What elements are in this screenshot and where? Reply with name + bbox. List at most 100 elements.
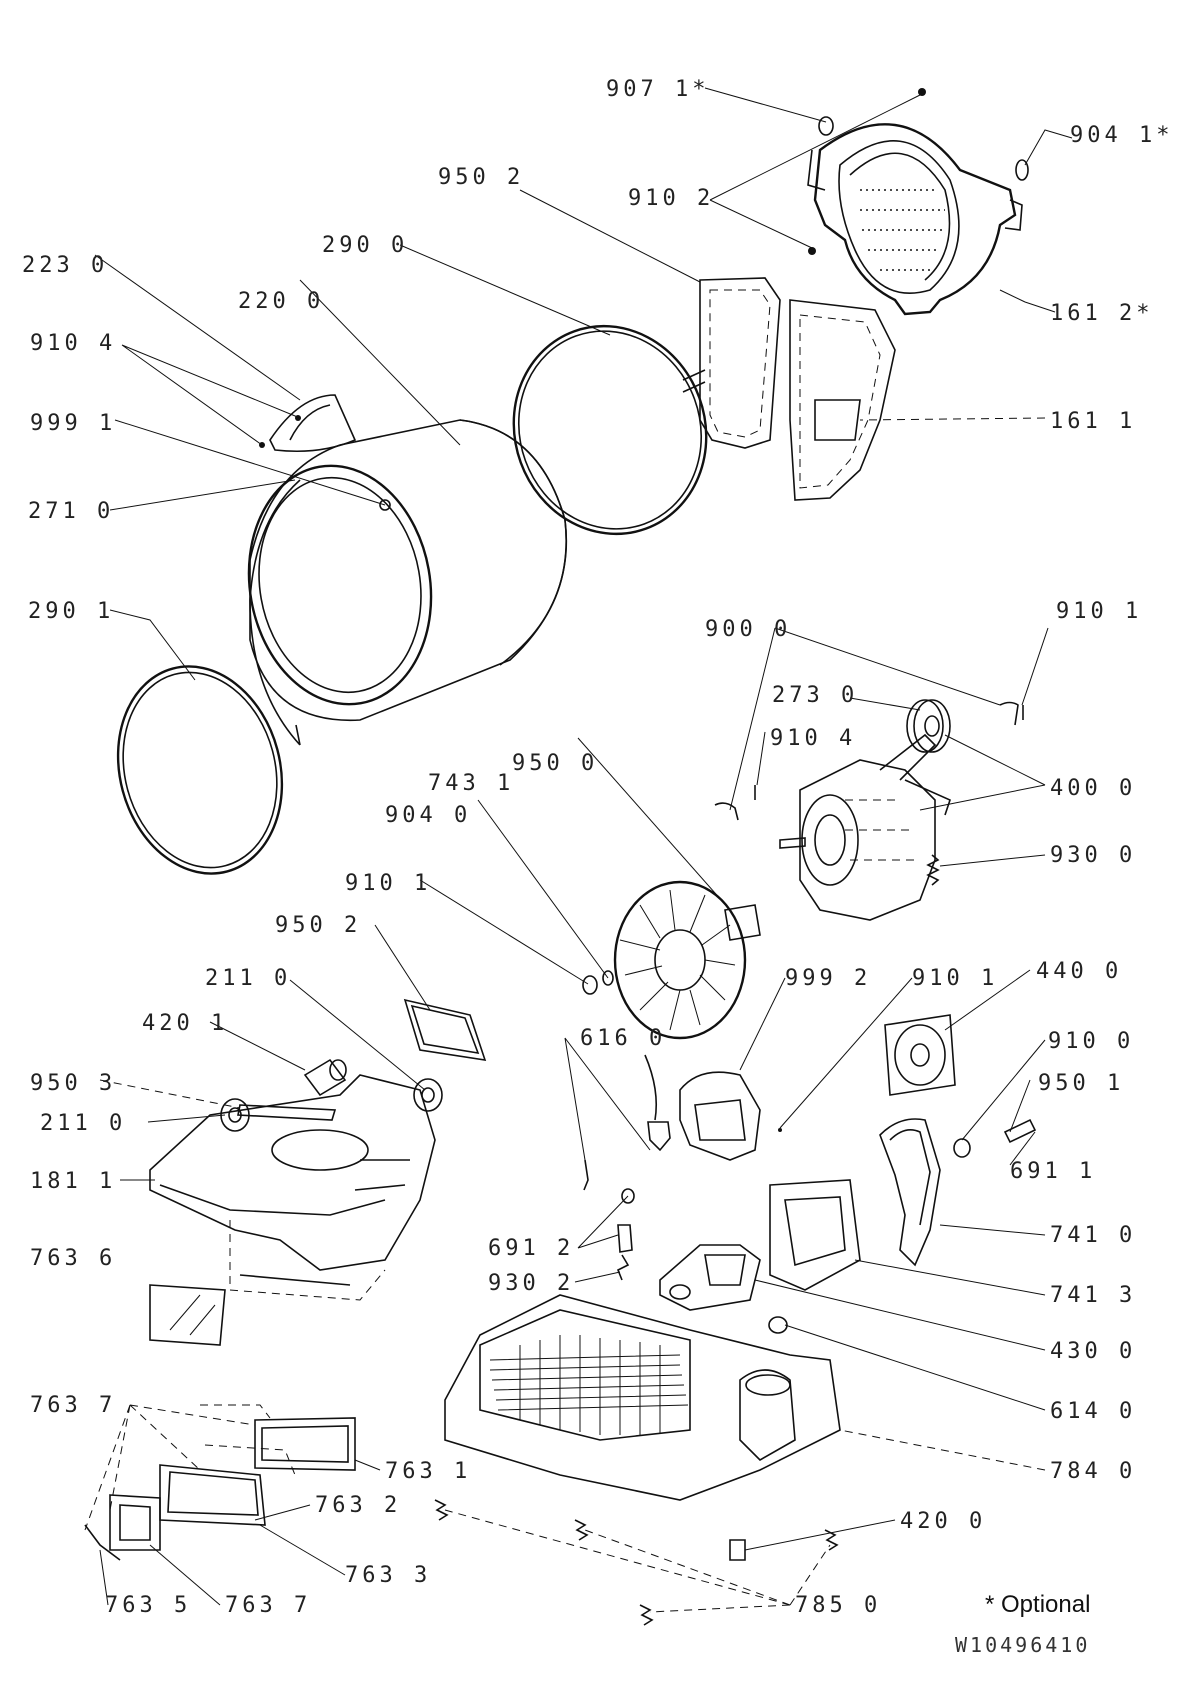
label-930-0: 930 0 [1050,843,1136,868]
label-763-7a: 763 7 [30,1393,116,1418]
sensor-616-0-part [583,1054,671,1191]
label-741-3: 741 3 [1050,1283,1136,1308]
filter-763-6-part [149,1284,226,1346]
front-bulkhead-part [789,299,896,501]
filter-housing-763-2-part [159,1464,266,1526]
screw-910-2a-part [918,88,926,96]
label-999-1: 999 1 [30,411,116,436]
spring-930-0-part [926,854,940,886]
label-161-2: 161 2* [1050,301,1153,326]
screw-910-1c-part [778,1128,782,1132]
label-616-0: 616 0 [580,1026,666,1051]
screw-904-part [1015,159,1029,181]
label-950-2b: 950 2 [275,913,361,938]
label-910-0: 910 0 [1048,1029,1134,1054]
label-763-1: 763 1 [385,1459,471,1484]
duct-741-0-part [879,1118,941,1267]
rear-bulkhead-part [807,123,1023,316]
label-691-2: 691 2 [488,1236,574,1261]
nut-910-0-part [953,1138,971,1158]
drawing-code: W10496410 [955,1633,1090,1657]
handle-763-5-part [84,1524,121,1561]
screw-910-2b-part [808,247,816,255]
label-910-2: 910 2 [628,186,714,211]
tube-420-1-part [303,1058,347,1097]
label-784-0: 784 0 [1050,1459,1136,1484]
foot-785-0a-part [434,1499,449,1521]
label-930-2: 930 2 [488,1271,574,1296]
foot-785-0b-part [574,1519,589,1541]
label-290-1: 290 1 [28,599,114,624]
label-900-0: 900 0 [705,617,791,642]
label-691-1: 691 1 [1010,1159,1096,1184]
label-910-4b: 910 4 [770,726,856,751]
label-910-1b: 910 1 [345,871,431,896]
label-400-0: 400 0 [1050,776,1136,801]
drum-lifter-part [269,394,357,453]
label-741-0: 741 0 [1050,1223,1136,1248]
sensor-691-1-part [1003,1118,1037,1144]
label-785-0: 785 0 [795,1593,881,1618]
bracket-999-2-part [679,1071,761,1161]
pad-950-2-part [403,998,487,1061]
label-273-0: 273 0 [772,683,858,708]
label-910-1a: 910 1 [1056,599,1142,624]
pulley-part [906,699,951,753]
label-211-0b: 211 0 [40,1111,126,1136]
label-910-4: 910 4 [30,331,116,356]
nut-910-1-part [582,975,598,995]
condenser-fan-part [884,1014,956,1096]
leader-lines [84,87,1073,1613]
label-950-0: 950 0 [512,751,598,776]
blower-wheel-part [613,880,747,1040]
filter-763-1-part [254,1417,356,1471]
label-220-0: 220 0 [238,289,324,314]
drum-gasket-290-0-part [512,324,708,536]
drum-seal-290-1-part [116,665,284,875]
part-614-0 [768,1316,788,1334]
condenser-base-part [444,1294,841,1501]
filter-frame-763-7-part [109,1494,161,1551]
label-763-7b: 763 7 [225,1593,311,1618]
foot-785-0c-part [639,1604,654,1626]
housing-741-3-part [769,1179,861,1291]
foot-785-0d-part [824,1529,839,1551]
label-181-1: 181 1 [30,1169,116,1194]
label-999-2: 999 2 [785,966,871,991]
label-420-1: 420 1 [142,1011,228,1036]
roller-211-0b-part [413,1078,443,1112]
label-290-0: 290 0 [322,233,408,258]
label-440-0: 440 0 [1036,959,1122,984]
drive-belt-part [249,479,301,746]
label-743-1: 743 1 [428,771,514,796]
label-430-0: 430 0 [1050,1339,1136,1364]
label-763-2: 763 2 [315,1493,401,1518]
label-910-1c: 910 1 [912,966,998,991]
label-211-0a: 211 0 [205,966,291,991]
tube-420-0-part [729,1539,746,1561]
sensor-691-2a-part [621,1188,635,1204]
motor-part [779,733,951,921]
label-904-1: 904 1* [1070,123,1173,148]
sensor-691-2b-part [617,1224,633,1253]
base-part [149,1074,436,1301]
seal-950-3-part [237,1104,337,1121]
pump-430-0-part [659,1244,761,1311]
label-223-0: 223 0 [22,253,108,278]
clip-900-0-part [999,701,1019,726]
drum-part [247,419,568,722]
spring-930-2-part [616,1254,630,1281]
optional-footnote: * Optional [985,1591,1090,1618]
washer-904-0-part [602,970,614,986]
label-763-5: 763 5 [105,1593,191,1618]
label-907-1: 907 1* [606,77,709,102]
label-271-0: 271 0 [28,499,114,524]
part-labels: 907 1* 904 1* 950 2 910 2 290 0 223 0 22… [22,77,1173,1657]
label-161-1: 161 1 [1050,409,1136,434]
label-763-3: 763 3 [345,1563,431,1588]
label-904-0: 904 0 [385,803,471,828]
label-614-0: 614 0 [1050,1399,1136,1424]
screw-907-part [818,116,834,136]
label-763-6: 763 6 [30,1246,116,1271]
